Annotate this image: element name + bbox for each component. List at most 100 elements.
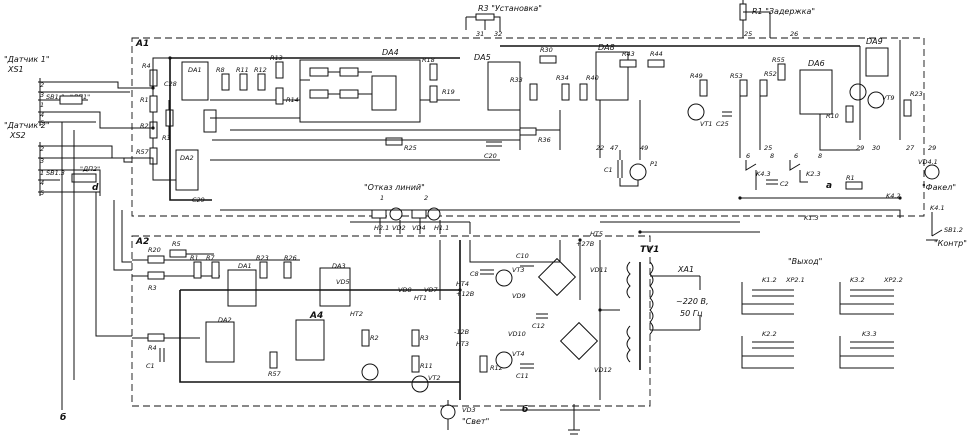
vd3-led <box>440 404 456 420</box>
svg-text:a: a <box>826 181 832 191</box>
vt4-transistor <box>495 351 513 369</box>
da6-block <box>799 69 833 115</box>
a2-da3-block <box>319 267 351 307</box>
pin-27: 27 <box>906 144 915 152</box>
hl1-1-label: H1.1 <box>434 224 449 232</box>
r3-potentiometer <box>475 13 495 21</box>
vt9-transistor <box>867 91 885 109</box>
ht1-label: НТ1 <box>414 294 427 302</box>
a1-resistor-array: R8 R11 R12 R13 R14 R18 R19 <box>216 54 455 105</box>
mains-wires <box>650 275 701 331</box>
c1-cap <box>617 150 639 187</box>
sensor1-wires <box>48 81 132 129</box>
tv1-secondary <box>626 261 631 363</box>
svg-text:R57: R57 <box>268 370 282 378</box>
svg-text:3: 3 <box>40 157 44 165</box>
board-a1-outline <box>131 37 925 217</box>
da9-block <box>865 47 889 77</box>
svg-text:R3: R3 <box>420 334 429 342</box>
svg-text:R2: R2 <box>140 122 149 130</box>
svg-text:R11: R11 <box>420 362 433 370</box>
svg-text:R23: R23 <box>910 90 923 98</box>
v27-label: +27В <box>576 240 595 248</box>
a2-input-resistors: R20 R5 R3 R4 <box>132 240 300 352</box>
sb1-2-switch <box>926 212 943 241</box>
vt8-transistor <box>849 83 867 101</box>
output-xp2-1: K1.2 XP2.1 <box>741 276 805 315</box>
a1-caps: C20 C25 <box>484 111 732 160</box>
svg-text:R10: R10 <box>826 112 839 120</box>
svg-text:R3: R3 <box>162 134 171 142</box>
output-k3-3: K3.3 <box>839 330 894 369</box>
da4-label: DA4 <box>382 48 399 57</box>
a1-right-resistors: R30 R43 R44 R33 R34 R40 R49 R53 R52 R55 … <box>385 46 923 152</box>
svg-text:R4: R4 <box>142 62 151 70</box>
a4-label: A4 <box>309 311 323 321</box>
node-b-left: б <box>60 412 66 423</box>
sb1-3-label: SB1.3 <box>46 169 65 177</box>
vd2-label: VD2 <box>392 224 406 232</box>
svg-text:1: 1 <box>40 169 44 177</box>
xs1-connector: 2 3 1 4 5 <box>38 78 48 127</box>
vt9-label: VT9 <box>882 94 895 102</box>
svg-text:R13: R13 <box>270 54 283 62</box>
pin-47: 47 <box>610 144 619 152</box>
r1-wiring <box>742 0 771 38</box>
svg-text:R20: R20 <box>148 246 161 254</box>
svg-text:K4.2: K4.2 <box>886 192 901 200</box>
svg-text:K1.2: K1.2 <box>762 276 777 284</box>
svg-text:K2.3: K2.3 <box>806 170 821 178</box>
svg-text:C1: C1 <box>146 362 155 370</box>
vd11-label: VD11 <box>590 266 608 274</box>
sensor2-label: "Датчик 2" <box>4 121 50 130</box>
xs1-label: XS1 <box>7 65 24 74</box>
pin-25b: 25 <box>764 144 772 152</box>
svg-text:R26: R26 <box>284 254 297 262</box>
output-k2-2: K2.2 <box>741 330 794 369</box>
sb1-2-label: SB1.2 <box>944 226 963 234</box>
vd4-label: VD4 <box>412 224 426 232</box>
dp2-sensor <box>71 173 97 183</box>
node-d-label: d <box>92 183 99 193</box>
da8-label: DA8 <box>598 43 615 52</box>
vd5-label: VD5 <box>336 278 350 286</box>
vt1-transistor <box>687 103 705 121</box>
svg-text:R53: R53 <box>730 72 743 80</box>
bottom-bus <box>447 400 600 435</box>
svg-text:R3: R3 <box>148 284 157 292</box>
a1-opamp-block-3 <box>203 109 217 133</box>
svg-text:K2.2: K2.2 <box>762 330 777 338</box>
a2-da3-label: DA3 <box>332 262 346 270</box>
a2-inner-wires <box>439 240 620 400</box>
left-bus-lines <box>61 122 132 410</box>
h1-1-lamp <box>411 209 427 219</box>
indicator-1: 1 <box>380 194 384 202</box>
pin-22: 22 <box>596 144 604 152</box>
svg-text:R14: R14 <box>286 96 299 104</box>
da6-label: DA6 <box>808 59 825 68</box>
flame-label: "Факел" <box>922 183 956 192</box>
svg-text:XP2.1: XP2.1 <box>785 276 805 284</box>
vt5-transistor <box>361 363 379 381</box>
svg-text:8: 8 <box>770 152 774 160</box>
a1-right-wires <box>519 40 901 160</box>
p1-label: P1 <box>650 160 658 168</box>
a1-top-rail <box>169 45 860 201</box>
pin-26: 26 <box>790 30 798 38</box>
v12-label: +12В <box>456 290 475 298</box>
junction-dots <box>151 56 902 312</box>
ht5-label: НТ5 <box>590 230 603 238</box>
svg-text:2: 2 <box>40 145 44 153</box>
bridge-2 <box>559 321 599 361</box>
svg-text:R4: R4 <box>148 344 157 352</box>
svg-text:R11: R11 <box>236 66 249 74</box>
vd9-label: VD9 <box>512 292 526 300</box>
svg-text:C8: C8 <box>470 270 479 278</box>
svg-text:R40: R40 <box>586 74 599 82</box>
svg-text:R23: R23 <box>256 254 269 262</box>
da5-block <box>487 61 521 111</box>
svg-text:K3.3: K3.3 <box>862 330 877 338</box>
r1-delay-label: R1 "Задержка" <box>752 7 815 16</box>
svg-text:5: 5 <box>40 189 44 197</box>
